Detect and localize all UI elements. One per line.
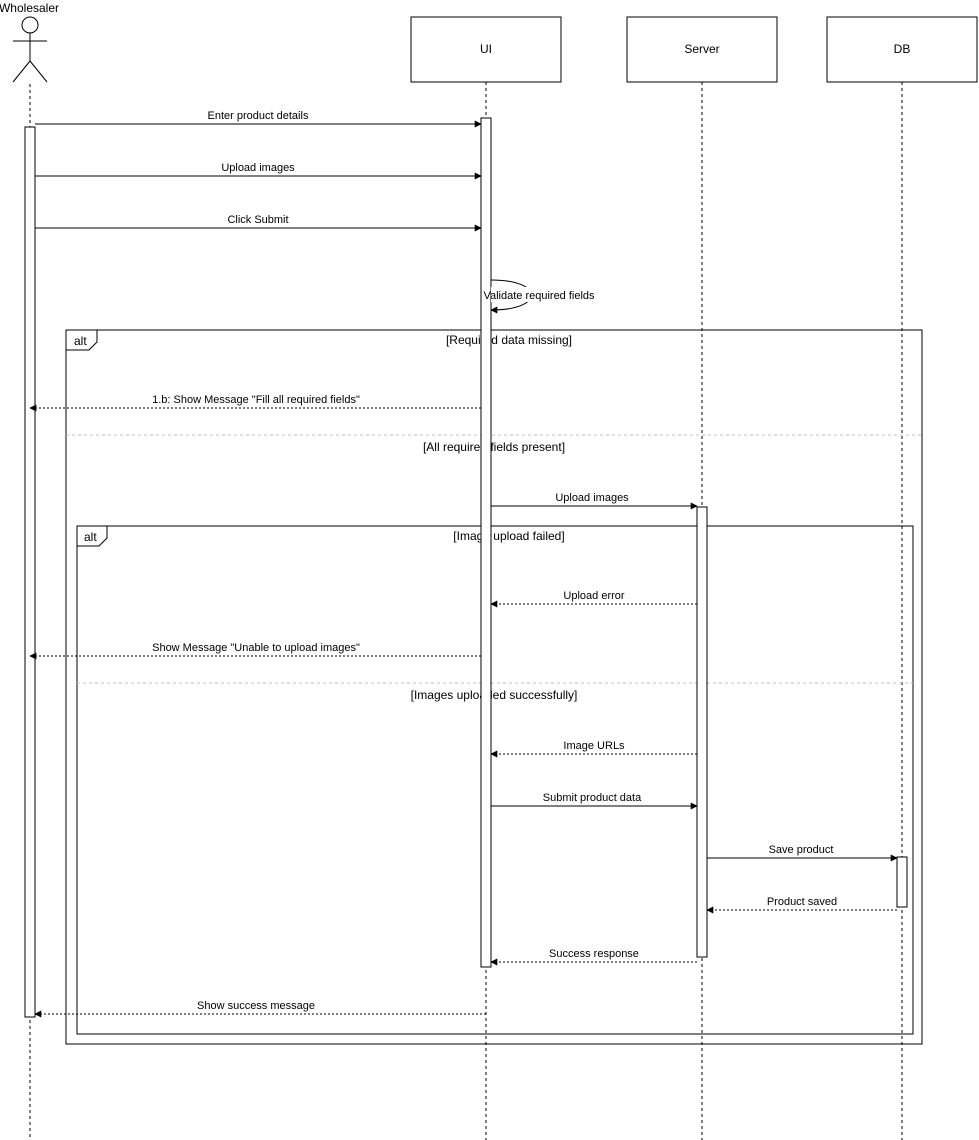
message-label-7: Upload error — [563, 590, 624, 602]
message-label-4: Validate required fields — [483, 290, 595, 302]
outer-alt-tab — [65, 329, 98, 351]
message-label-6: Upload images — [555, 492, 629, 504]
message-label-9: Image URLs — [563, 740, 625, 752]
message-label-5: 1.b: Show Message "Fill all required fie… — [152, 394, 360, 406]
message-label-14: Show success message — [197, 1000, 315, 1012]
inner-alt-frame — [76, 525, 914, 1035]
activation-ui — [480, 117, 492, 968]
outer-alt-guard-1: [Required data missing] — [446, 333, 572, 347]
outer-alt-frame — [65, 329, 923, 1045]
inner-alt-operator: alt — [84, 530, 97, 544]
message-label-3: Click Submit — [227, 214, 288, 226]
inner-alt-guard-1: [Image upload failed] — [453, 529, 564, 543]
activation-db — [896, 856, 908, 908]
participant-db-label: DB — [894, 42, 911, 56]
self-message-label-bg — [491, 287, 587, 302]
participant-ui-box — [410, 16, 562, 83]
participant-server-label: Server — [684, 42, 719, 56]
message-label-2: Upload images — [221, 162, 295, 174]
message-label-10: Submit product data — [543, 792, 642, 804]
actor-wholesaler — [12, 16, 48, 83]
message-label-12: Product saved — [767, 896, 837, 908]
message-label-11: Save product — [769, 844, 834, 856]
inner-alt-tab — [76, 525, 108, 547]
activation-wholesaler — [24, 126, 36, 1018]
actor-label: Wholesaler — [0, 1, 59, 15]
activation-server — [696, 506, 708, 958]
message-label-13: Success response — [549, 948, 639, 960]
outer-alt-operator: alt — [74, 334, 87, 348]
message-label-1: Enter product details — [208, 110, 309, 122]
inner-alt-guard-2: [Images uploaded successfully] — [411, 688, 578, 702]
participant-server-box — [626, 16, 778, 83]
message-label-8: Show Message "Unable to upload images" — [152, 642, 360, 654]
participant-ui-label: UI — [480, 42, 492, 56]
actor-head-icon — [21, 16, 39, 34]
participant-db-box — [826, 16, 978, 83]
outer-alt-guard-2: [All required fields present] — [423, 440, 565, 454]
